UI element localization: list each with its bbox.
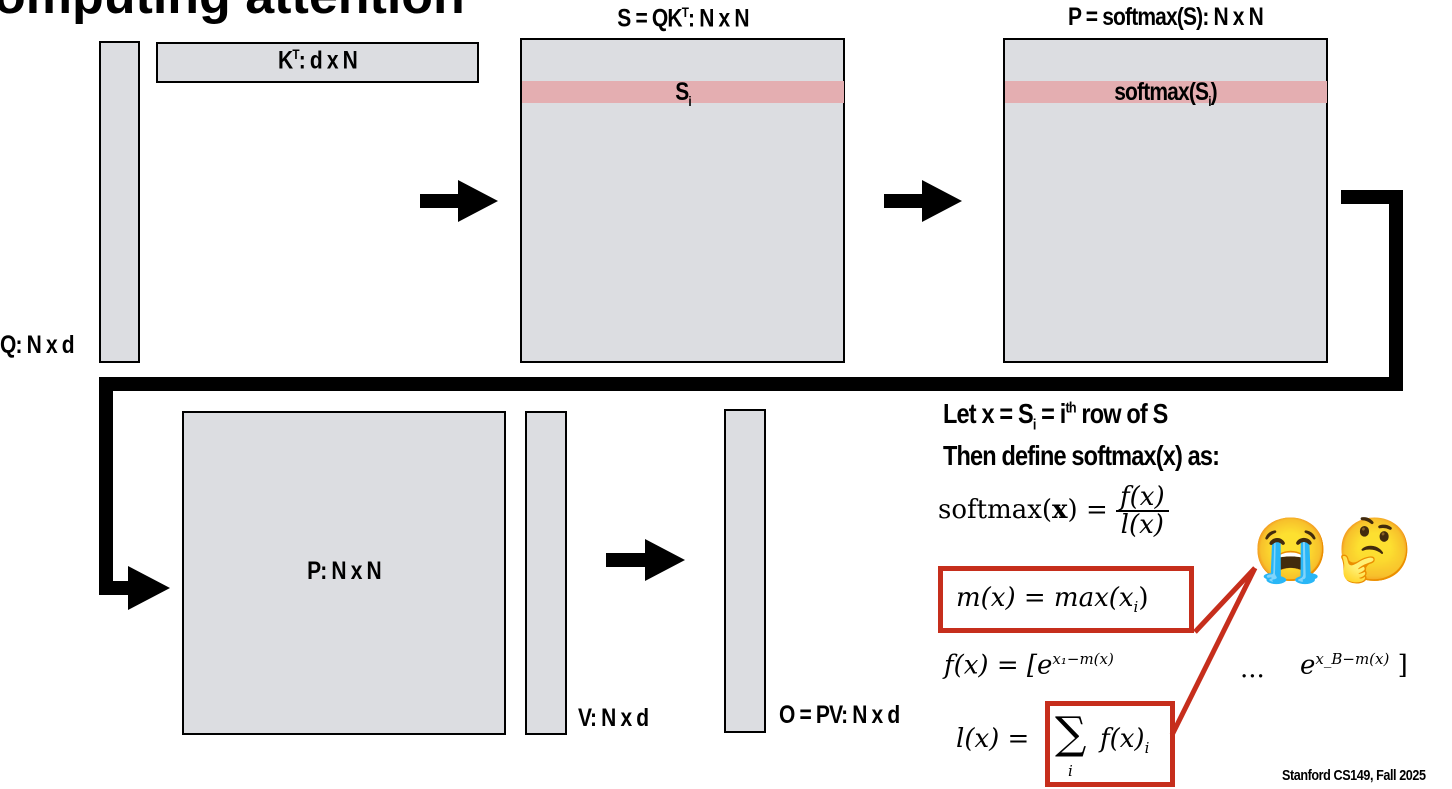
v-label: V: N x d [578,704,649,732]
l-sum-index: i [1068,762,1073,780]
p-bottom-label: P: N x N [307,557,382,585]
l-sum-body: f(x)i [1100,724,1150,758]
kt-matrix [156,42,479,83]
o-matrix [724,409,766,733]
q-label: Q: N x d [0,331,75,359]
m-equation: m(x) = max(xi) [956,583,1149,617]
f-ellipsis: ... [1240,654,1265,684]
definition-line-2: Then define softmax(x) as: [943,440,1220,471]
p-row-label: softmax(Si) [1114,78,1217,109]
v-matrix [525,411,567,735]
p-title: P = softmax(S): N x N [1068,3,1264,31]
kt-label: KT: d x N [278,46,358,75]
f-equation-end: ex_B−m(x) ] [1300,650,1408,681]
arrow-right-icon [884,180,962,222]
pointer-line [1169,566,1258,737]
pointer-line [1193,566,1257,634]
arrow-right-icon [606,539,685,581]
connector-line [99,190,1403,595]
l-sum-symbol: ∑ [1055,708,1087,759]
p-matrix-bottom [182,411,506,735]
arrow-right-icon [128,566,170,610]
p-row-highlight [1005,81,1327,103]
thinking-emoji-icon: 🤔 [1336,516,1414,585]
f-equation: f(x) = [ex₁−m(x) [944,650,1114,681]
l-equation: l(x) = [956,724,1030,754]
arrow-right-icon [420,180,498,222]
l-sum-box [1045,701,1175,787]
softmax-equation: softmax(x) = f(x)l(x) [938,484,1169,538]
slide-title: omputing attention [0,0,465,22]
o-label: O = PV: N x d [779,701,900,729]
crying-emoji-icon: 😭 [1252,516,1330,585]
m-equation-box [938,566,1194,633]
s-row-label: Si [675,78,691,109]
footer-credit: Stanford CS149, Fall 2025 [1282,767,1426,784]
s-title: S = QKT: N x N [617,4,749,33]
q-matrix [99,41,140,363]
definition-line-1: Let x = Si = ith row of S [943,398,1168,434]
s-row-highlight [522,81,844,103]
